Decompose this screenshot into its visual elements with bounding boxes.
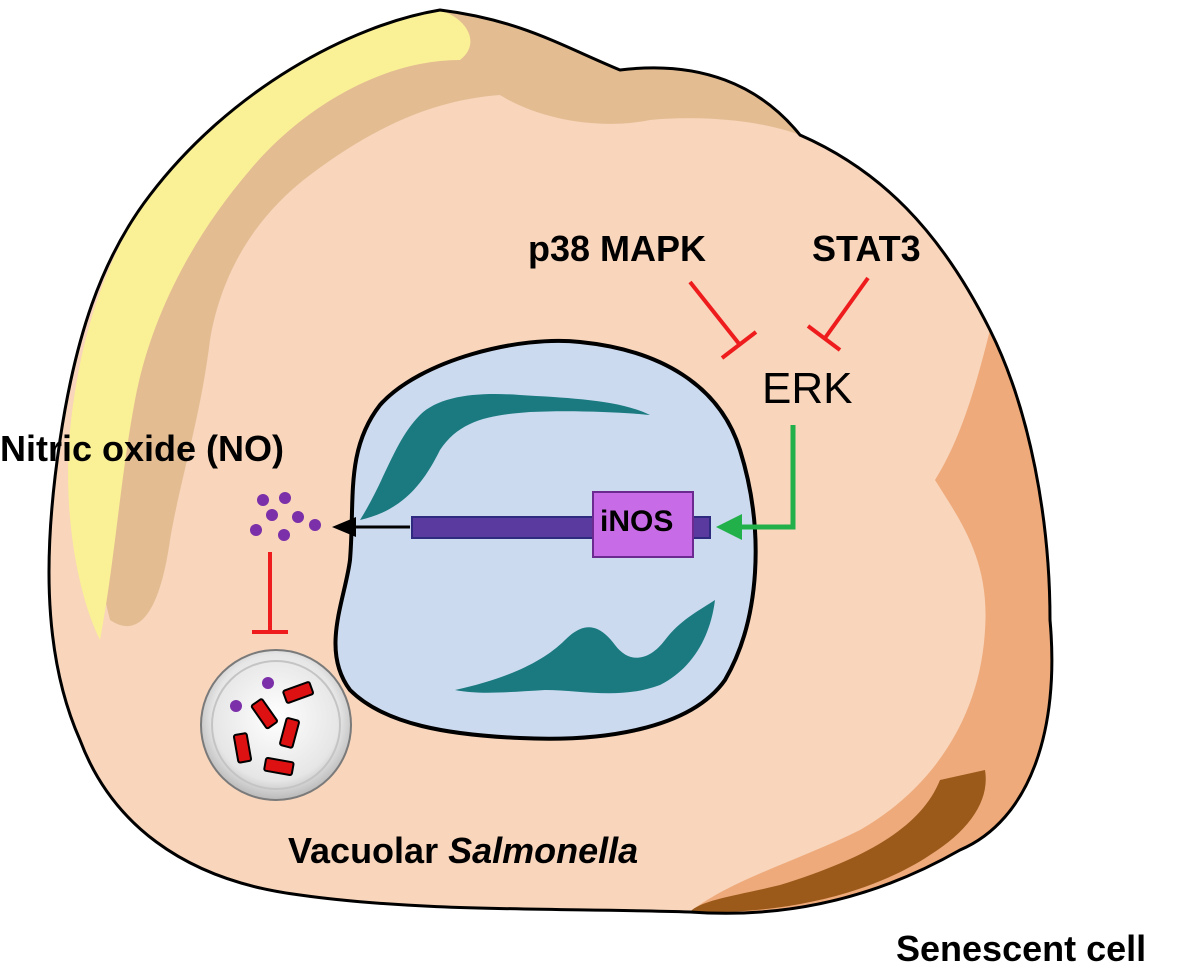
cell-membrane: [47, 8, 1054, 915]
cell-rim-right: [690, 330, 1052, 914]
p38-inhibition-line: [688, 280, 742, 347]
chromatin-top: [360, 394, 650, 520]
salmonella-name: Salmonella: [448, 830, 639, 871]
erk-activation-arrowhead: [716, 514, 742, 540]
chromatin-bottom: [455, 600, 715, 694]
stat3-inhibition-line: [823, 276, 870, 340]
cell-highlight: [68, 10, 471, 640]
stat3-label: STAT3: [812, 228, 921, 269]
p38-mapk-label: p38 MAPK: [528, 228, 707, 269]
vacuolar-prefix: Vacuolar: [288, 830, 449, 871]
nitric-oxide-molecules-icon: [250, 492, 321, 541]
no-production-arrowhead: [332, 517, 356, 537]
stat3-inhibition-bar: [806, 324, 842, 352]
erk-activation-line: [740, 425, 796, 530]
vacuolar-salmonella-label: Vacuolar Salmonella: [288, 830, 638, 872]
nitric-oxide-label: Nitric oxide (NO): [0, 428, 285, 469]
cell-shadow-top: [440, 10, 800, 135]
inos-label: iNOS: [600, 505, 674, 538]
cell-rim-dark: [690, 770, 986, 913]
senescent-cell-label: Senescent cell: [896, 928, 1147, 969]
salmonella-vacuole-icon: [200, 649, 352, 801]
p38-inhibition-bar: [720, 330, 758, 360]
erk-label: ERK: [762, 364, 853, 413]
inos-box: [592, 491, 694, 558]
